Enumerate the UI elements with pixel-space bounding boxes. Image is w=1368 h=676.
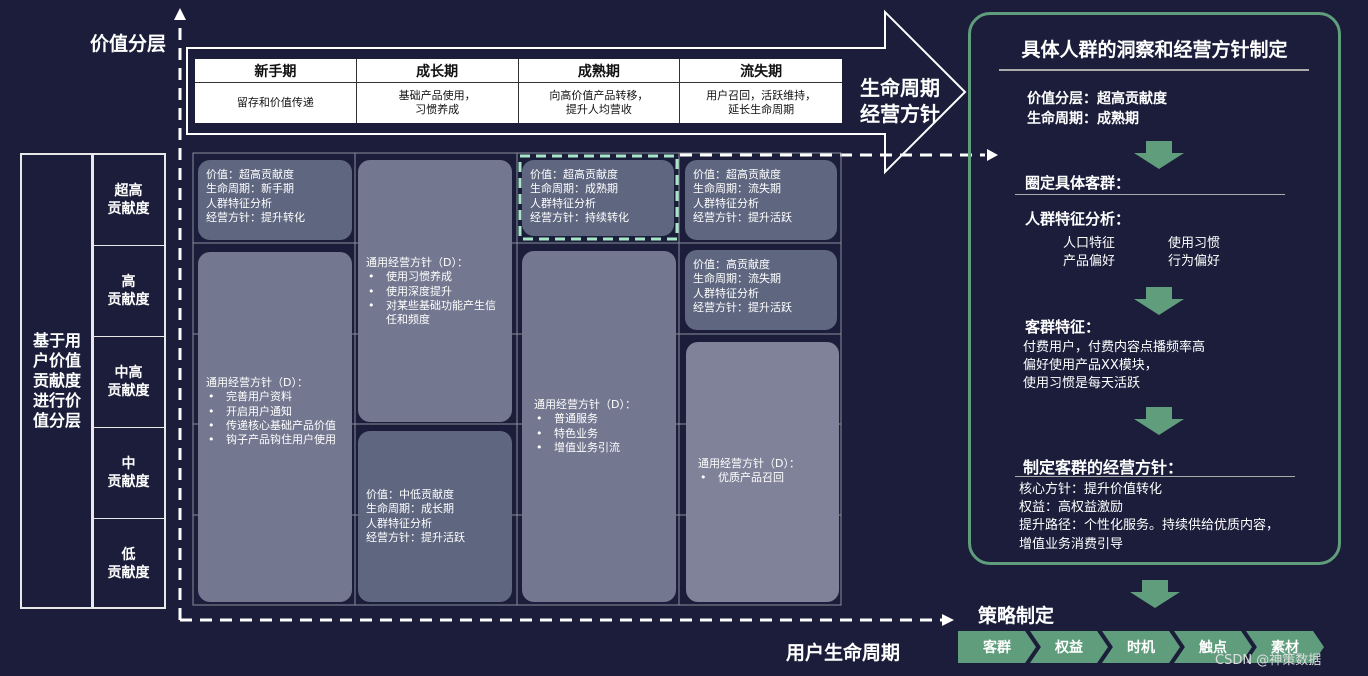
chevron-touchpoint: 触点 [1174, 631, 1252, 663]
stage-desc-newbie: 留存和价值传递 [195, 83, 357, 123]
panel-divider [1015, 476, 1295, 477]
card-growth-mid-low: 价值：中低贡献度 生命周期：成长期 人群特征分析 经营方针：提升活跃 [358, 431, 512, 602]
panel-heading-define-group: 圈定具体客群： [1025, 174, 1131, 192]
strategy-label: 策略制定 [978, 605, 1055, 627]
lifecycle-ops-label: 生命周期 经营方针 [860, 76, 940, 126]
panel-policy-text: 核心方针：提升价值转化 权益：高权益激励 提升路径：个性化服务。持续供给优质内容… [1019, 482, 1280, 552]
card-text: 价值：超高贡献度 生命周期：成熟期 人群特征分析 经营方针：持续转化 [530, 168, 629, 224]
panel-group-text: 付费用户，付费内容点播频率高 偏好使用产品XX模块， 使用习惯是每天活跃 [1023, 340, 1206, 392]
panel-title: 具体人群的洞察和经营方针制定 [1021, 39, 1288, 61]
panel-heading-features: 人群特征分析： [1025, 210, 1131, 228]
card-item: 钩子产品钩住用户使用 [208, 433, 344, 448]
value-tier-label: 价值分层 [90, 33, 167, 55]
stage-desc-churn: 用户召回，活跃维持， 延长生命周期 [706, 88, 817, 116]
horizontal-axis-arrowhead [942, 614, 954, 626]
card-item: 普通服务 [536, 412, 668, 427]
header-arrow [186, 9, 967, 175]
down-arrow-icon [1134, 141, 1184, 171]
card-text: 价值：高贡献度 生命周期：流失期 人群特征分析 经营方针：提升活跃 [693, 258, 792, 314]
card-item: 使用习惯养成 [368, 270, 504, 285]
tier-column: 超高 贡献度 高 贡献度 中高 贡献度 中 贡献度 低 贡献度 [91, 153, 166, 609]
stage-header-churn: 流失期 [680, 59, 842, 83]
card-item: 特色业务 [536, 427, 668, 442]
card-churn-general: 通用经营方针（D）： 优质产品召回 [686, 342, 839, 602]
tier-title: 基于用户价值贡献度进行价值分层 [32, 331, 81, 430]
card-churn-high: 价值：高贡献度 生命周期：流失期 人群特征分析 经营方针：提升活跃 [685, 250, 837, 330]
card-mature-general: 通用经营方针（D）： 普通服务 特色业务 增值业务引流 [522, 251, 676, 602]
panel-feat-left: 人口特征 产品偏好 [1063, 236, 1116, 270]
stage-header-mature: 成熟期 [518, 59, 681, 83]
card-mature-super-high: 价值：超高贡献度 生命周期：成熟期 人群特征分析 经营方针：持续转化 [522, 160, 674, 236]
card-newbie-super-high: 价值：超高贡献度 生命周期：新手期 人群特征分析 经营方针：提升转化 [198, 160, 352, 240]
card-churn-super-high: 价值：超高贡献度 生命周期：流失期 人群特征分析 经营方针：提升活跃 [685, 160, 837, 240]
tier-low: 低 贡献度 [107, 546, 150, 581]
tier-title-box: 基于用户价值贡献度进行价值分层 [20, 153, 94, 609]
panel-heading-policy: 制定客群的经营方针： [1023, 458, 1184, 477]
stage-desc-mature: 向高价值产品转移， 提升人均营收 [519, 83, 681, 123]
tier-super-high: 超高 贡献度 [93, 155, 164, 246]
card-newbie-general: 通用经营方针（D）： 完善用户资料 开启用户通知 传递核心基础产品价值 钩子产品… [198, 252, 352, 602]
card-item: 对某些基础功能产生信任和频度 [368, 299, 504, 328]
insight-panel: 具体人群的洞察和经营方针制定 价值分层：超高贡献度 生命周期：成熟期 圈定具体客… [968, 12, 1341, 565]
strategy-chevrons: 客群 权益 时机 触点 素材 [958, 631, 1324, 663]
card-text: 价值：超高贡献度 生命周期：新手期 人群特征分析 经营方针：提升转化 [206, 168, 305, 224]
panel-intro: 价值分层：超高贡献度 生命周期：成熟期 [1027, 91, 1167, 127]
panel-divider [1015, 194, 1285, 195]
card-item: 开启用户通知 [208, 405, 344, 420]
card-item: 完善用户资料 [208, 390, 344, 405]
card-text: 价值：中低贡献度 生命周期：成长期 人群特征分析 经营方针：提升活跃 [366, 488, 465, 544]
stage-desc-growth: 基础产品使用， 习惯养成 [357, 83, 519, 123]
chevron-material: 素材 [1246, 631, 1324, 663]
down-arrow-icon [1134, 407, 1184, 437]
stage-header-newbie: 新手期 [195, 59, 357, 83]
down-arrow-icon [1130, 580, 1180, 610]
card-item: 增值业务引流 [536, 441, 668, 456]
highlight-box [518, 154, 679, 241]
card-growth-general: 通用经营方针（D）： 使用习惯养成 使用深度提升 对某些基础功能产生信任和频度 [358, 160, 512, 422]
card-item: 传递核心基础产品价值 [208, 419, 344, 434]
panel-divider [999, 69, 1309, 71]
user-lifecycle-label: 用户生命周期 [786, 642, 901, 664]
tier-mid: 中 贡献度 [93, 428, 164, 519]
stage-header-growth: 成长期 [356, 59, 519, 83]
down-arrow-icon [1134, 287, 1184, 317]
chevron-customer-group: 客群 [958, 631, 1036, 663]
vertical-axis-arrowhead [174, 8, 186, 20]
card-text: 价值：超高贡献度 生命周期：流失期 人群特征分析 经营方针：提升活跃 [693, 168, 792, 224]
tier-mid-high: 中高 贡献度 [93, 337, 164, 428]
card-title: 通用经营方针（D）： [698, 457, 800, 470]
card-title: 通用经营方针（D）： [534, 398, 636, 411]
chevron-timing: 时机 [1102, 631, 1180, 663]
chevron-benefits: 权益 [1030, 631, 1108, 663]
panel-feat-right: 使用习惯 行为偏好 [1168, 236, 1221, 270]
link-arrowhead [987, 149, 998, 161]
card-title: 通用经营方针（D）： [366, 256, 468, 269]
card-item: 使用深度提升 [368, 285, 504, 300]
card-item: 优质产品召回 [700, 471, 831, 486]
tier-high: 高 贡献度 [93, 246, 164, 337]
card-title: 通用经营方针（D）： [206, 376, 308, 389]
watermark: CSDN @神策数据 [1215, 653, 1322, 668]
stage-table: 新手期 成长期 成熟期 流失期 留存和价值传递 基础产品使用， 习惯养成 向高价… [193, 57, 844, 125]
panel-heading-group-features: 客群特征： [1025, 318, 1101, 336]
